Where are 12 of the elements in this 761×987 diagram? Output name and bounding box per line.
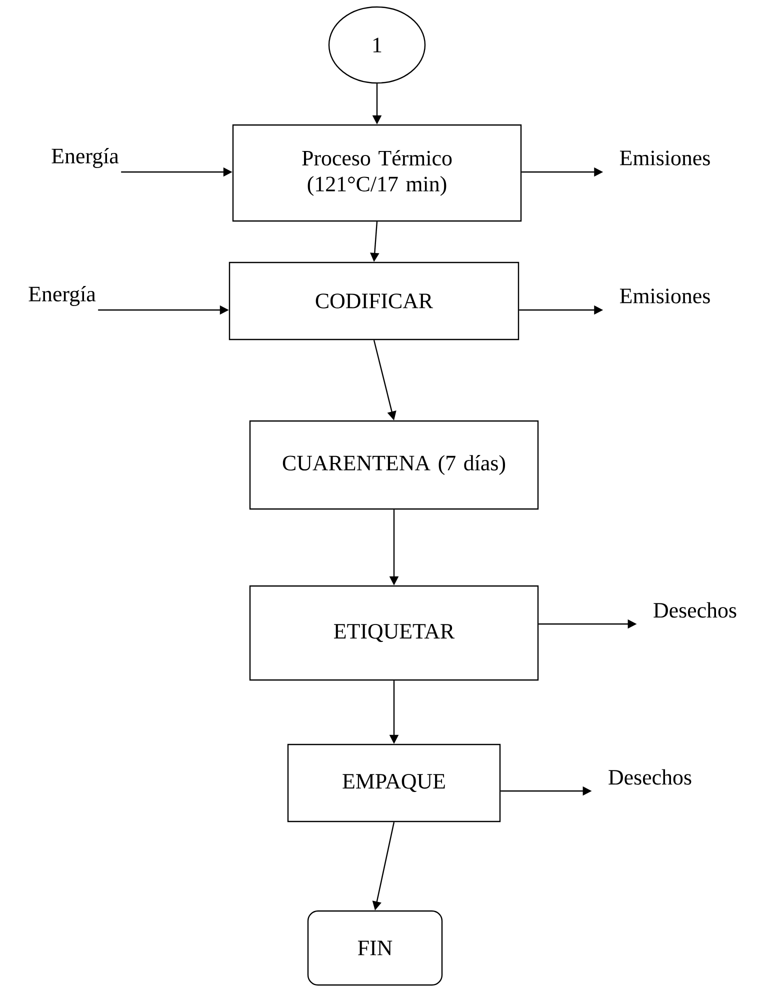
flow-text: Emisiones — [620, 288, 710, 304]
terminal-box: FIN — [307, 910, 443, 986]
flow-text: Desechos — [654, 602, 736, 618]
flow-text: Energía — [28, 286, 96, 306]
flow-text: Energía — [52, 148, 119, 168]
flow-text: Desechos — [608, 769, 692, 785]
process-box: CUARENTENA (7 días) — [249, 420, 539, 510]
process-box: CODIFICAR — [228, 262, 520, 340]
process-box: ETIQUETAR — [249, 585, 539, 681]
flow-text: Emisiones — [620, 150, 710, 166]
process-box: Proceso Térmico (121°C/17 min) — [232, 124, 522, 222]
process-box: EMPAQUE — [287, 744, 501, 822]
